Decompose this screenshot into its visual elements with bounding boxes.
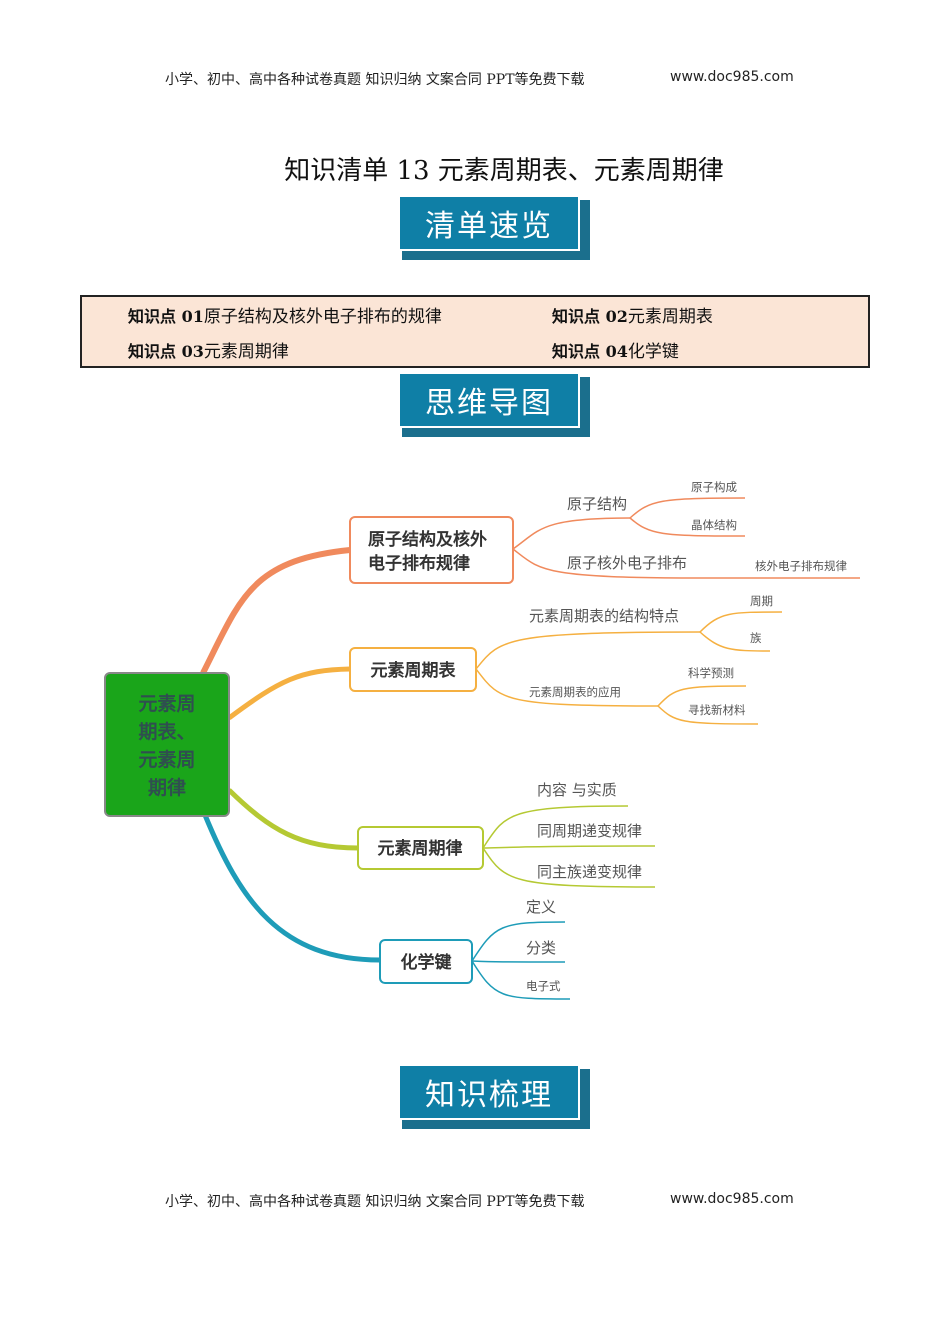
- branch-node-periodic-law[interactable]: [357, 826, 484, 870]
- root-node[interactable]: [104, 672, 230, 817]
- branch-label: 电子排布规律: [368, 553, 470, 574]
- branch-node-chemical-bond[interactable]: [379, 939, 473, 984]
- toc-item-label: 化学键: [627, 342, 679, 362]
- branch-label: 元素周期表: [371, 660, 457, 681]
- footer-text: 小学、初中、高中各种试卷真题 知识归纳 文案合同 PPT等免费下载: [165, 1194, 585, 1210]
- subtopic-label[interactable]: 同周期递变规律: [537, 822, 642, 840]
- leaf-label[interactable]: 晶体结构: [691, 518, 737, 532]
- branch-connector: [202, 814, 381, 963]
- toc-item-label: 元素周期表: [627, 307, 713, 327]
- branch-connector: [200, 547, 351, 675]
- toc-item-03[interactable]: 知识点 03元素周期律: [128, 337, 289, 362]
- subtopic-label[interactable]: 原子核外电子排布: [567, 554, 687, 572]
- leaf-label[interactable]: 核外电子排布规律: [755, 559, 847, 573]
- toc-item-key: 知识点 01: [128, 307, 204, 326]
- subtopic-label[interactable]: 同主族递变规律: [537, 863, 642, 881]
- branch-connector: [227, 788, 359, 851]
- leaf-label[interactable]: 族: [750, 631, 762, 645]
- page-title: 知识清单 13 元素周期表、元素周期律: [284, 156, 724, 186]
- root-label-line: 元素周: [138, 748, 195, 771]
- root-label-line: 期律: [148, 776, 186, 799]
- leaf-label[interactable]: 寻找新材料: [688, 703, 746, 717]
- toc-item-key: 知识点 03: [128, 342, 204, 361]
- branch-label: 元素周期律: [378, 838, 463, 859]
- banner-knowledge-label: 知识梳理: [398, 1064, 580, 1120]
- mind-map: 元素周 期表、 元素周 期律 原子结构及核外 电子排布规律 元素周期表 元素周期…: [104, 480, 860, 1000]
- banner-mindmap-label: 思维导图: [398, 372, 580, 428]
- root-label-line: 元素周: [138, 692, 195, 715]
- subtopic-label[interactable]: 电子式: [526, 979, 561, 993]
- subtopic-label[interactable]: 元素周期表的应用: [529, 685, 621, 699]
- header-text: 小学、初中、高中各种试卷真题 知识归纳 文案合同 PPT等免费下载: [165, 72, 585, 88]
- banner-mindmap: 思维导图: [398, 372, 590, 437]
- branch-node-atomic-structure[interactable]: [349, 516, 514, 584]
- branch-connector: [227, 666, 351, 721]
- banner-knowledge: 知识梳理: [398, 1064, 590, 1129]
- toc-item-key: 知识点 04: [552, 342, 628, 361]
- toc-item-label: 元素周期律: [203, 342, 289, 362]
- toc-item-01[interactable]: 知识点 01原子结构及核外电子排布的规律: [128, 302, 442, 327]
- toc-item-key: 知识点 02: [552, 307, 628, 326]
- leaf-label[interactable]: 科学预测: [688, 666, 734, 680]
- branch-label: 化学键: [401, 952, 452, 973]
- branch-node-periodic-table[interactable]: [349, 647, 477, 692]
- leaf-label[interactable]: 原子构成: [691, 480, 737, 494]
- banner-overview-label: 清单速览: [398, 195, 580, 251]
- root-label-line: 期表、: [138, 720, 195, 743]
- toc-item-02[interactable]: 知识点 02元素周期表: [552, 302, 713, 327]
- footer-url[interactable]: www.doc985.com: [670, 1191, 794, 1207]
- subtopic-label[interactable]: 元素周期表的结构特点: [529, 607, 679, 625]
- subtopic-label[interactable]: 定义: [526, 898, 556, 916]
- toc-item-label: 原子结构及核外电子排布的规律: [203, 307, 442, 327]
- banner-overview: 清单速览: [398, 195, 590, 260]
- leaf-label[interactable]: 周期: [750, 594, 773, 608]
- header-url[interactable]: www.doc985.com: [670, 69, 794, 85]
- subtopic-label[interactable]: 原子结构: [567, 495, 627, 513]
- subtopic-label[interactable]: 内容 与实质: [537, 781, 617, 799]
- subtopic-label[interactable]: 分类: [526, 939, 556, 957]
- toc-box: 知识点 01原子结构及核外电子排布的规律 知识点 02元素周期表 知识点 03元…: [80, 295, 870, 368]
- toc-item-04[interactable]: 知识点 04化学键: [552, 337, 679, 362]
- branch-label: 原子结构及核外: [368, 529, 487, 550]
